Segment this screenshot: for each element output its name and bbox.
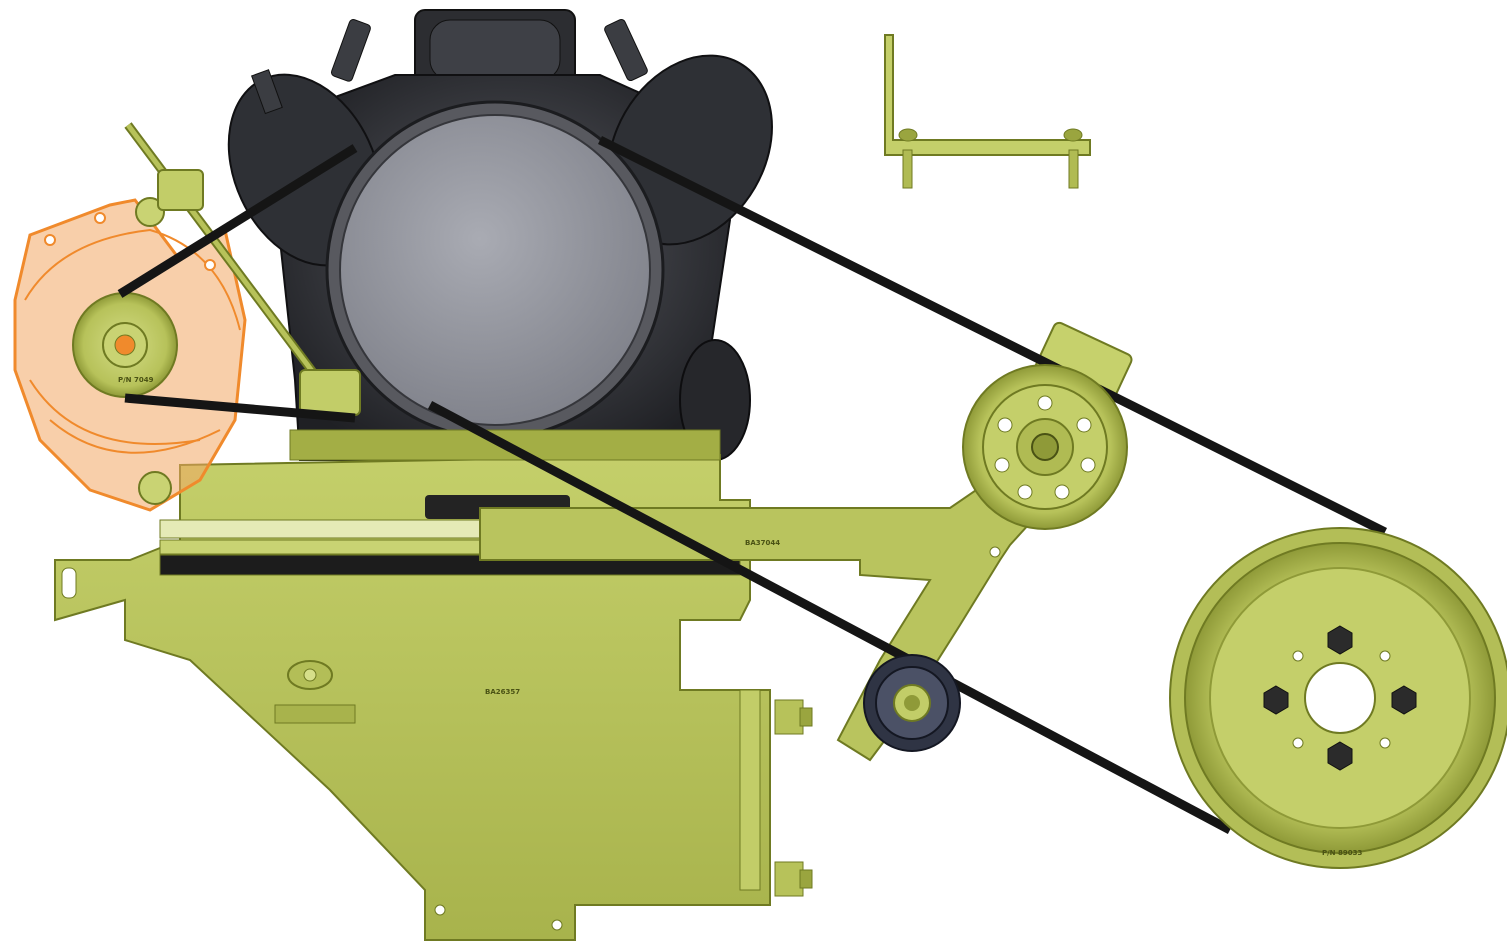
tensioner-pulley xyxy=(962,364,1128,530)
crank-pulley: P/N 89033 xyxy=(1169,527,1507,869)
engine-block xyxy=(227,9,773,461)
alternator-pulley-stamp: P/N 7049 xyxy=(118,376,154,384)
crank-pulley-stamp: P/N 89033 xyxy=(1322,849,1362,857)
tensioner-stamp: BA37044 xyxy=(745,539,780,547)
alternator-pulley: P/N 7049 xyxy=(72,292,178,398)
spare-bracket xyxy=(884,34,1091,189)
plate-stamp: BA26357 xyxy=(485,688,520,696)
adjuster-rod xyxy=(124,122,361,416)
crank-pulley-bolts xyxy=(1263,625,1417,771)
bracket-bolt-upper xyxy=(774,699,813,735)
mounting-bracket: BA26357 xyxy=(54,429,813,941)
bracket-bolt-lower xyxy=(774,861,813,897)
serpentine-belt xyxy=(117,135,1388,834)
idler-pulley xyxy=(863,654,961,752)
alternator: P/N 7049 xyxy=(13,198,247,512)
